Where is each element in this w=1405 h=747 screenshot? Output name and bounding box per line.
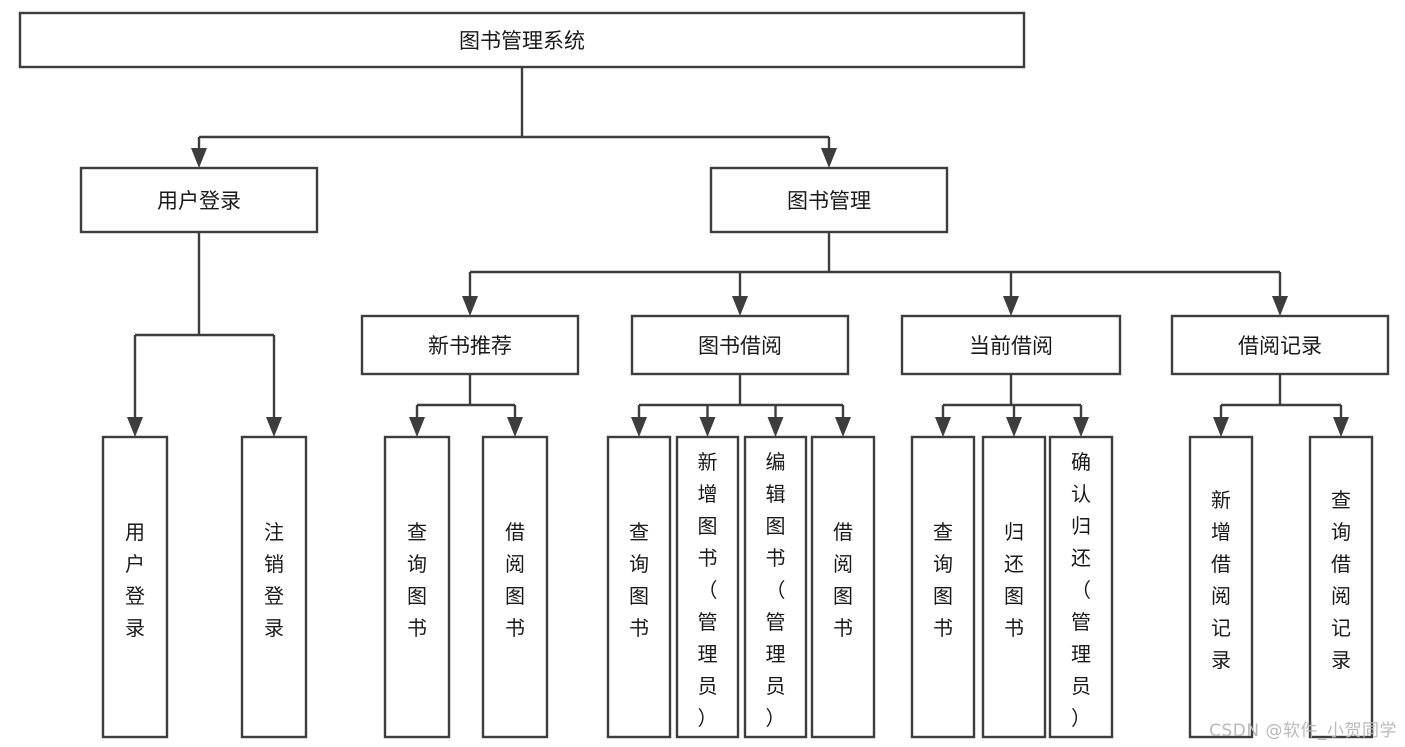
node-label-leaf-confirm-return: 确认归还（管理员） [1071, 450, 1091, 730]
node-label-leaf-borrow-book: 借阅图书 [833, 520, 853, 640]
node-box-user-login[interactable] [79, 166, 319, 234]
node-user-login[interactable]: 用户登录 [79, 166, 319, 234]
node-layer: 图书管理系统用户登录图书管理新书推荐图书借阅当前借阅借阅记录用户登录注销登录查询… [18, 11, 1390, 739]
connector-group-book-manage [462, 232, 1288, 316]
connector-group-new-book-rec [409, 374, 523, 437]
node-label-leaf-query-book-current: 查询图书 [933, 520, 953, 640]
node-book-borrow[interactable]: 图书借阅 [630, 314, 850, 376]
node-leaf-query-book-current[interactable]: 查询图书 [910, 435, 976, 739]
node-book-manage[interactable]: 图书管理 [709, 166, 949, 234]
node-box-leaf-user-login[interactable] [101, 435, 169, 739]
node-label-leaf-add-book: 新增图书（管理员） [698, 450, 718, 730]
node-label-book-manage: 图书管理 [787, 189, 871, 213]
node-label-leaf-query-book-rec: 查询图书 [407, 520, 427, 640]
node-label-root: 图书管理系统 [459, 29, 585, 53]
node-leaf-query-book-borrow[interactable]: 查询图书 [606, 435, 672, 739]
connector-group-user-login [127, 232, 282, 437]
node-box-leaf-query-book-current[interactable] [910, 435, 976, 739]
node-root[interactable]: 图书管理系统 [18, 11, 1026, 69]
node-box-book-borrow[interactable] [630, 314, 850, 376]
node-box-leaf-query-book-rec[interactable] [383, 435, 451, 739]
connector-group-root [191, 67, 837, 168]
node-box-current-borrow[interactable] [900, 314, 1122, 376]
node-label-user-login: 用户登录 [157, 189, 241, 213]
node-label-leaf-query-record: 查询借阅记录 [1331, 488, 1351, 672]
node-label-current-borrow: 当前借阅 [969, 334, 1053, 358]
node-box-leaf-add-record[interactable] [1188, 435, 1254, 739]
node-label-leaf-edit-book: 编辑图书（管理员） [766, 450, 786, 730]
node-box-leaf-logout[interactable] [240, 435, 308, 739]
node-box-leaf-return-book[interactable] [981, 435, 1047, 739]
node-leaf-add-book[interactable]: 新增图书（管理员） [675, 435, 740, 739]
node-label-borrow-record: 借阅记录 [1238, 334, 1322, 358]
node-box-leaf-add-book[interactable] [675, 435, 740, 739]
node-current-borrow[interactable]: 当前借阅 [900, 314, 1122, 376]
node-new-book-rec[interactable]: 新书推荐 [360, 314, 580, 376]
node-leaf-borrow-book-rec[interactable]: 借阅图书 [481, 435, 549, 739]
node-leaf-return-book[interactable]: 归还图书 [981, 435, 1047, 739]
node-borrow-record[interactable]: 借阅记录 [1170, 314, 1390, 376]
node-label-leaf-add-record: 新增借阅记录 [1211, 488, 1231, 672]
node-leaf-borrow-book[interactable]: 借阅图书 [810, 435, 876, 739]
node-box-leaf-query-record[interactable] [1308, 435, 1374, 739]
node-leaf-user-login[interactable]: 用户登录 [101, 435, 169, 739]
connector-group-current-borrow [935, 374, 1089, 437]
node-label-new-book-rec: 新书推荐 [428, 334, 512, 358]
connector-group-book-borrow [631, 374, 851, 437]
node-label-leaf-return-book: 归还图书 [1004, 520, 1024, 640]
node-box-leaf-borrow-book-rec[interactable] [481, 435, 549, 739]
node-leaf-query-book-rec[interactable]: 查询图书 [383, 435, 451, 739]
node-leaf-add-record[interactable]: 新增借阅记录 [1188, 435, 1254, 739]
node-leaf-logout[interactable]: 注销登录 [240, 435, 308, 739]
node-label-leaf-query-book-borrow: 查询图书 [629, 520, 649, 640]
node-label-book-borrow: 图书借阅 [698, 334, 782, 358]
node-leaf-edit-book[interactable]: 编辑图书（管理员） [743, 435, 808, 739]
node-box-leaf-query-book-borrow[interactable] [606, 435, 672, 739]
node-box-root[interactable] [18, 11, 1026, 69]
node-label-leaf-logout: 注销登录 [264, 520, 284, 640]
node-box-book-manage[interactable] [709, 166, 949, 234]
node-box-leaf-edit-book[interactable] [743, 435, 808, 739]
edge-layer [127, 67, 1349, 437]
node-box-new-book-rec[interactable] [360, 314, 580, 376]
node-label-leaf-user-login: 用户登录 [125, 520, 145, 640]
node-label-leaf-borrow-book-rec: 借阅图书 [505, 520, 525, 640]
node-box-leaf-confirm-return[interactable] [1048, 435, 1114, 739]
node-box-leaf-borrow-book[interactable] [810, 435, 876, 739]
node-leaf-query-record[interactable]: 查询借阅记录 [1308, 435, 1374, 739]
node-leaf-confirm-return[interactable]: 确认归还（管理员） [1048, 435, 1114, 739]
connector-group-borrow-record [1213, 374, 1349, 437]
node-box-borrow-record[interactable] [1170, 314, 1390, 376]
